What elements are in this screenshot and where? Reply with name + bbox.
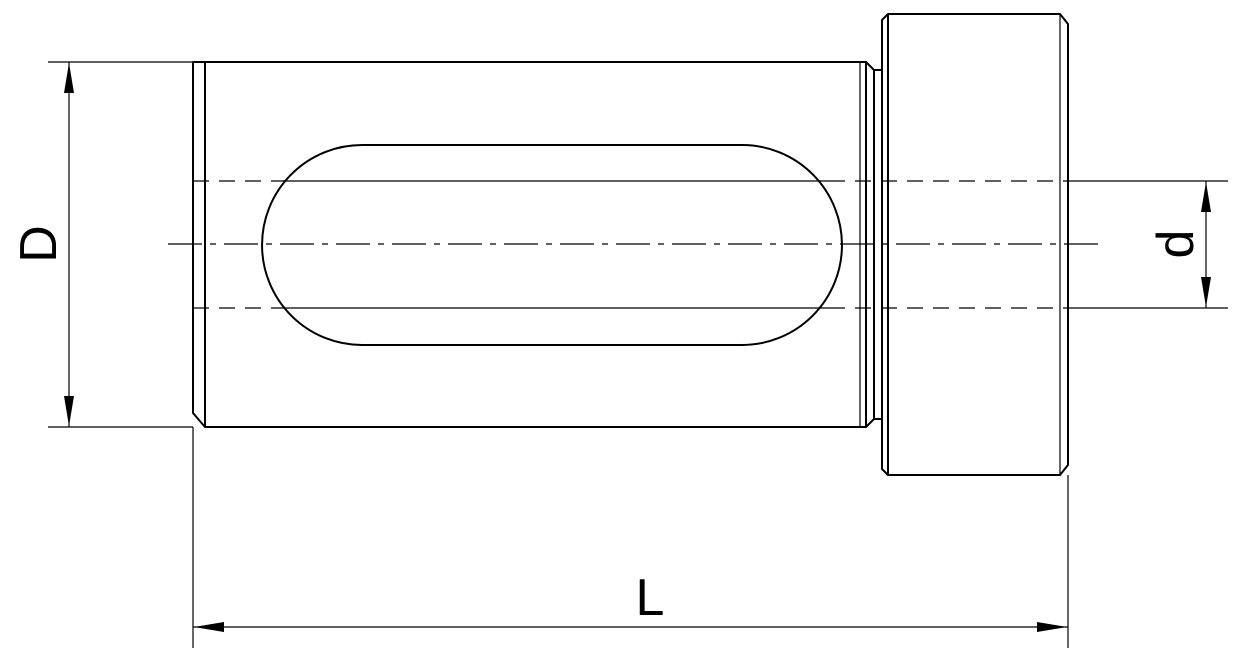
- label-d: d: [1147, 230, 1205, 259]
- slot-window: [261, 144, 843, 346]
- bore-hidden-lines: [193, 180, 1068, 309]
- arrowhead-top: [64, 63, 74, 93]
- dimension-D: D: [10, 61, 193, 428]
- arrowhead-bottom: [64, 396, 74, 426]
- arrowhead-bore-top: [1201, 182, 1211, 212]
- arrowhead-left: [194, 622, 224, 632]
- arrowhead-bore-bottom: [1201, 277, 1211, 307]
- arrowhead-right: [1037, 622, 1067, 632]
- dimension-L: L: [192, 427, 1069, 648]
- label-D: D: [10, 225, 68, 263]
- label-L: L: [636, 569, 665, 627]
- dimension-d: d: [1068, 180, 1228, 309]
